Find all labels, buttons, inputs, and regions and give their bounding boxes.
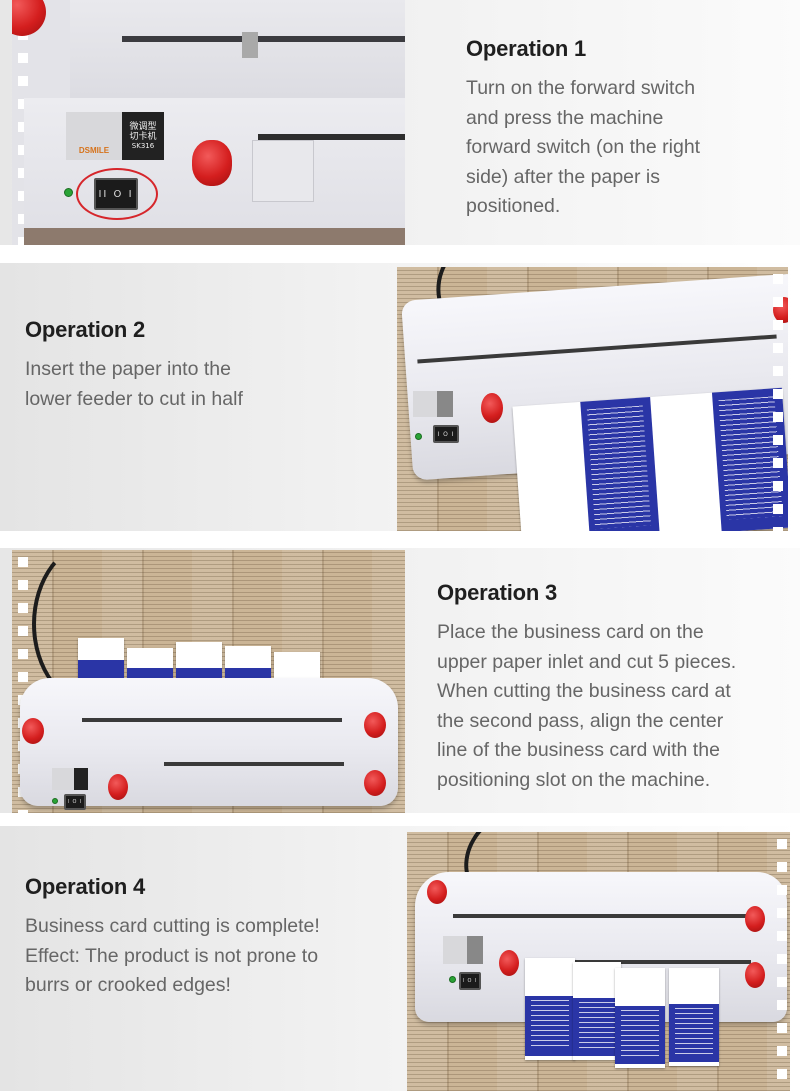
power-switch: I O I <box>459 972 481 990</box>
lower-guide <box>252 140 314 202</box>
upper-slot <box>82 718 342 722</box>
lower-slot <box>258 134 405 140</box>
red-knob <box>499 950 519 976</box>
operation-1-photo: DSMILE 微调型 切卡机 SK316 II O I <box>12 0 405 245</box>
operation-3-photo: I O I <box>12 550 405 813</box>
red-knob <box>364 770 386 796</box>
red-knob <box>364 712 386 738</box>
cut-business-card <box>615 968 665 1068</box>
model-name: 微调型 切卡机 SK316 <box>122 112 164 160</box>
highlight-ring <box>76 168 158 220</box>
upper-tray <box>70 0 405 98</box>
red-knob <box>745 906 765 932</box>
red-knob <box>745 962 765 988</box>
power-switch: I O I <box>433 425 459 443</box>
operation-2-description: Insert the paper into the lower feeder t… <box>25 358 243 410</box>
red-knob <box>427 880 447 904</box>
cut-business-card <box>669 968 719 1066</box>
film-strip-edge <box>18 0 28 245</box>
operation-3-panel: I O I Operation 3 Place the business car… <box>0 548 800 813</box>
operation-4-photo: I O I <box>407 832 790 1091</box>
cut-business-card <box>525 958 575 1060</box>
red-knob <box>22 718 44 744</box>
operation-4-description: Business card cutting is complete! Effec… <box>25 915 320 996</box>
red-knob <box>108 774 128 800</box>
forward-switch: II O I <box>94 178 138 210</box>
film-strip-edge <box>777 832 787 1091</box>
operation-3-title: Operation 3 <box>437 580 558 605</box>
paper-guide <box>242 32 258 58</box>
operation-2-photo: I O I <box>397 267 788 531</box>
operation-1-title: Operation 1 <box>466 36 587 61</box>
power-led <box>64 188 73 197</box>
operation-2-text: Operation 2 Insert the paper into the lo… <box>25 317 385 414</box>
model-label <box>413 391 453 417</box>
cut-business-card <box>573 962 621 1060</box>
lower-slot <box>531 960 751 964</box>
power-led <box>415 433 422 440</box>
table-edge <box>24 228 405 245</box>
upper-slot <box>453 914 753 918</box>
operation-4-panel: Operation 4 Business card cutting is com… <box>0 826 800 1091</box>
operation-4-text: Operation 4 Business card cutting is com… <box>25 874 395 1001</box>
operation-1-description: Turn on the forward switch and press the… <box>466 77 701 217</box>
upper-slot <box>122 36 405 42</box>
business-card-sheet <box>512 387 788 531</box>
model-label: DSMILE 微调型 切卡机 SK316 <box>66 112 164 160</box>
operation-4-title: Operation 4 <box>25 874 146 899</box>
operation-2-title: Operation 2 <box>25 317 146 342</box>
red-knob <box>192 140 232 186</box>
operation-1-panel: DSMILE 微调型 切卡机 SK316 II O I Operation 1 … <box>0 0 800 245</box>
model-label <box>443 936 483 964</box>
power-switch: I O I <box>64 794 86 810</box>
brand-logo: DSMILE <box>66 112 122 160</box>
operation-3-description: Place the business card on the upper pap… <box>437 621 737 791</box>
film-strip-edge <box>18 550 28 813</box>
power-led <box>52 798 58 804</box>
red-knob <box>12 0 46 36</box>
film-strip-edge <box>773 267 783 531</box>
operation-1-text: Operation 1 Turn on the forward switch a… <box>466 36 786 222</box>
power-cable <box>32 550 160 708</box>
operation-3-text: Operation 3 Place the business card on t… <box>437 580 797 795</box>
power-led <box>449 976 456 983</box>
lower-slot <box>164 762 344 766</box>
operation-2-panel: Operation 2 Insert the paper into the lo… <box>0 263 800 531</box>
red-knob <box>481 393 503 423</box>
model-label <box>52 768 88 790</box>
